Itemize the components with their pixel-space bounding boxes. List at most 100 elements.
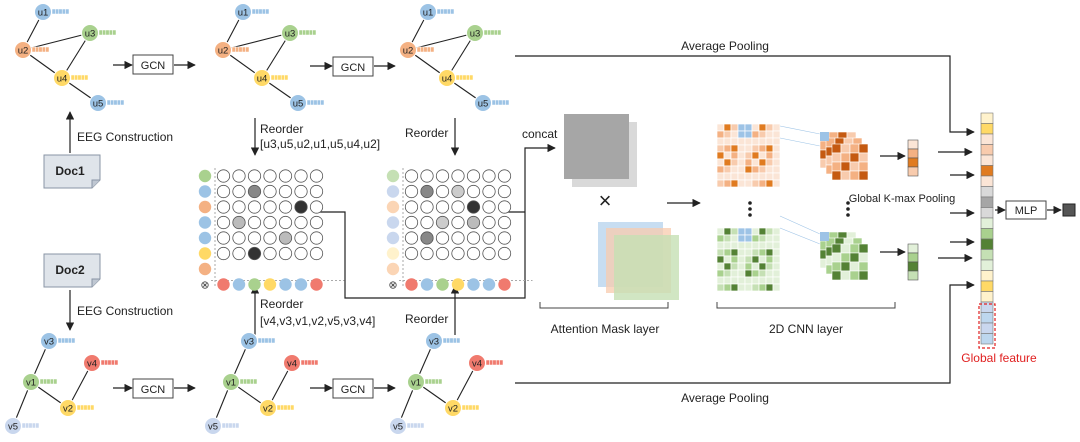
feature-map-cell	[831, 261, 842, 272]
feature-cell	[45, 46, 50, 53]
matrix-col-node	[498, 278, 511, 291]
feature-map-cell	[831, 152, 842, 163]
output-square	[1062, 203, 1076, 217]
feature-cell	[31, 46, 36, 53]
cnn-cell	[751, 151, 760, 160]
projection-line	[779, 215, 821, 235]
feature-map-cell	[840, 261, 851, 272]
feature-cell	[423, 46, 428, 53]
cnn-cell	[723, 130, 732, 139]
feature-cell	[455, 74, 460, 81]
feature-cell	[434, 378, 439, 385]
cnn-cell	[723, 123, 732, 132]
graph-node-u4: u4	[253, 69, 289, 87]
kmax-vector	[907, 243, 919, 281]
feature-cell	[80, 74, 85, 81]
cnn-cell	[723, 151, 732, 160]
feature-cell	[228, 422, 233, 429]
feature-map-highlight	[820, 132, 829, 141]
feature-cell	[308, 29, 313, 36]
matrix-row-node	[386, 216, 400, 229]
cnn-cell	[730, 255, 739, 264]
cnn-cell	[737, 234, 746, 243]
feature-cell	[406, 422, 411, 429]
feature-cell	[221, 422, 226, 429]
matrix-cell	[420, 169, 434, 183]
cnn-cell	[765, 241, 774, 250]
node-label: u5	[478, 99, 489, 110]
matrix-cell	[247, 215, 262, 230]
cnn-cell	[765, 283, 774, 292]
feature-cell	[475, 404, 480, 411]
feature-cell	[46, 378, 51, 385]
feature-cell	[468, 404, 473, 411]
cnn-cell	[751, 276, 760, 285]
matrix-cell	[435, 184, 450, 199]
matrix-cell	[451, 246, 465, 261]
matrix-cell	[294, 184, 308, 199]
matrix-cell	[247, 200, 262, 214]
eeg-construction-label-top: EEG Construction	[77, 130, 173, 144]
feature-cell	[105, 29, 110, 36]
matrix-cell	[451, 215, 465, 230]
node-label: u2	[18, 46, 29, 57]
matrix-row-node	[198, 200, 212, 214]
doc1-label: Doc1	[55, 164, 85, 178]
feature-cell	[53, 378, 58, 385]
feature-cell	[428, 378, 433, 385]
global-feature-cell	[980, 238, 994, 250]
cnn-cell	[751, 283, 760, 292]
node-circle	[22, 373, 40, 391]
cnn-grid-orange	[716, 123, 781, 188]
cnn-cell	[723, 179, 732, 188]
feature-cell	[416, 422, 421, 429]
cnn-cell	[751, 227, 760, 236]
node-label: v3	[44, 337, 54, 348]
gcn-label: GCN	[341, 384, 366, 396]
cnn-cell	[744, 172, 753, 181]
cnn-cell	[730, 276, 739, 285]
matrix-cell	[263, 184, 277, 199]
feature-cell	[116, 99, 121, 106]
feature-cell	[231, 422, 236, 429]
matrix-cell	[278, 246, 293, 261]
cnn-cell	[716, 276, 725, 285]
matrix-cell	[216, 184, 231, 199]
node-circle	[214, 41, 232, 59]
cnn-cell	[765, 123, 774, 132]
cnn-cell	[737, 151, 746, 160]
node-label: u1	[423, 8, 434, 19]
feature-cell	[316, 99, 321, 106]
cnn-cell	[723, 262, 732, 271]
feature-cell	[107, 359, 112, 366]
feature-cell	[304, 359, 309, 366]
average-pooling-top	[515, 55, 975, 137]
cnn-cell	[772, 241, 781, 250]
cnn-cell	[737, 269, 746, 278]
cnn-cell	[730, 165, 739, 174]
node-circle	[399, 41, 417, 59]
node-label: u4	[257, 74, 268, 85]
global-feature-cell	[980, 154, 994, 166]
feature-map-cell	[849, 170, 860, 181]
feature-cell	[76, 404, 81, 411]
feature-cell	[249, 378, 254, 385]
feature-cell	[264, 337, 269, 344]
cnn-cell	[723, 241, 732, 250]
feature-map-cell	[831, 243, 842, 254]
gcn-label: GCN	[341, 62, 366, 74]
matrix-cell	[263, 246, 277, 261]
mlp-box: MLP	[1005, 200, 1047, 220]
feature-map-cell	[840, 243, 851, 254]
feature-cell	[459, 74, 464, 81]
feature-cell	[28, 422, 33, 429]
matrix-cell	[404, 231, 419, 245]
feature-cell	[231, 46, 236, 53]
graph-node-u5: u5	[474, 94, 510, 112]
matrix-cell	[420, 231, 434, 245]
matrix-cell	[309, 200, 324, 214]
matrix-cell	[263, 200, 277, 214]
matrix-cell	[466, 169, 481, 183]
matrix-cell	[294, 231, 308, 245]
average-pooling-label-top: Average Pooling	[681, 39, 769, 53]
